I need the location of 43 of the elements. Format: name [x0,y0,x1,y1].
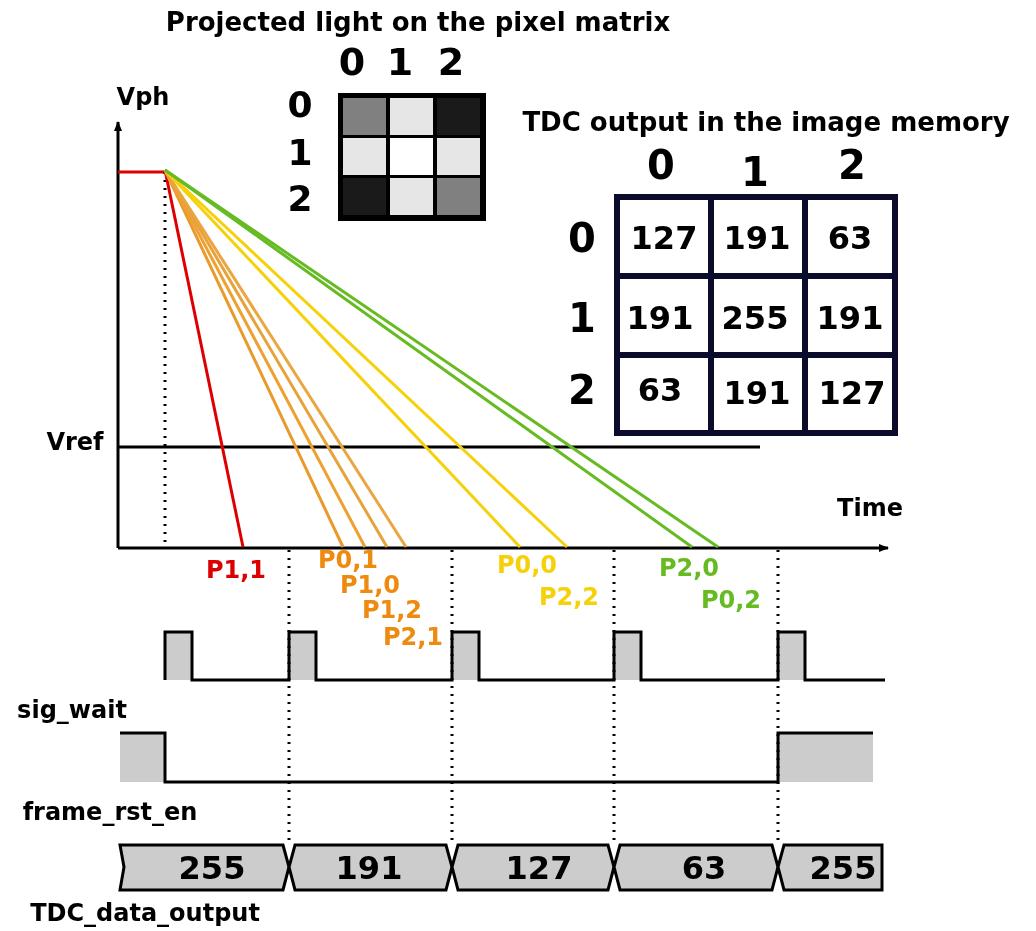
pixel-label: P0,2 [700,588,762,612]
table-value: 191 [723,377,791,409]
column-number: 0 [338,43,366,81]
table-value: 127 [818,377,886,409]
bus-value: 255 [178,852,246,884]
row-number: 0 [287,87,313,123]
column-number: 2 [838,145,866,185]
heading: Projected light on the pixel matrix [165,9,671,35]
table-value: 191 [723,222,791,254]
bus-value: 63 [681,852,727,884]
table-value: 127 [630,222,698,254]
pixel-label: P0,0 [496,553,558,577]
row-number: 0 [568,218,596,258]
signal-name: frame_rst_en [22,800,198,824]
pixel-label: P1,0 [339,573,401,597]
bus-value: 127 [505,852,573,884]
axis-label: Vph [116,85,170,109]
column-number: 2 [437,43,465,81]
bus-value: 255 [809,852,877,884]
pixel-label: P1,1 [205,558,267,582]
table-value: 191 [816,302,884,334]
signal-name: TDC_data_output [30,901,260,925]
row-number: 1 [287,135,313,171]
table-value: 63 [637,374,683,406]
row-number: 2 [568,370,596,410]
pixel-label: P2,2 [538,585,600,609]
pixel-label: P2,0 [658,556,720,580]
pixel-label: P1,2 [361,598,423,622]
heading: TDC output in the image memory [522,109,1010,135]
table-value: 255 [721,302,789,334]
row-number: 2 [287,181,313,217]
table-value: 191 [626,302,694,334]
table-value: 63 [827,222,873,254]
pixel-label: P0,1 [317,548,379,572]
axis-label: Time [837,496,903,520]
pixel-label: P2,1 [382,625,444,649]
signal-name: sig_wait [17,698,127,722]
column-number: 1 [386,43,414,81]
column-number: 0 [647,145,675,185]
column-number: 1 [741,152,769,192]
row-number: 1 [568,298,596,338]
axis-label: Vref [46,430,104,454]
bus-value: 191 [335,852,403,884]
